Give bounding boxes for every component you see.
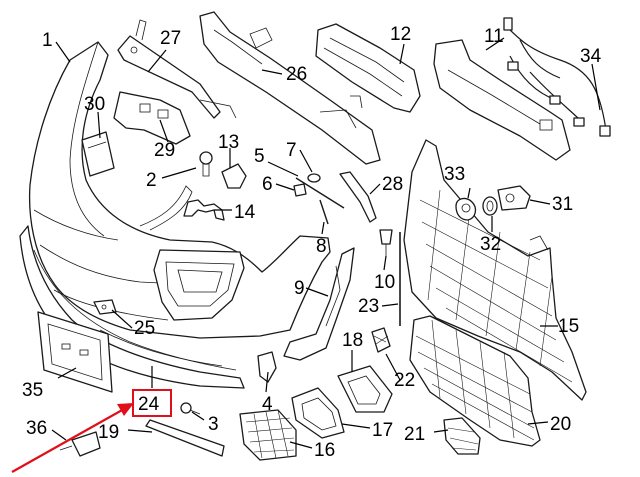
callout-8: 8 bbox=[316, 236, 327, 257]
license-plate-bracket bbox=[37, 311, 113, 393]
callout-12: 12 bbox=[390, 24, 411, 45]
clip-10 bbox=[379, 229, 393, 258]
callout-35: 35 bbox=[22, 380, 43, 401]
side-bracket-9 bbox=[283, 247, 355, 361]
rod-5 bbox=[295, 177, 345, 209]
callout-26: 26 bbox=[286, 64, 307, 85]
wire-harness-34 bbox=[503, 17, 611, 137]
reinforcement-11 bbox=[433, 39, 571, 161]
callout-labels: 1 2 3 4 5 6 7 8 9 10 11 12 13 14 15 16 1… bbox=[22, 24, 602, 461]
callout-7: 7 bbox=[286, 140, 297, 161]
callout-21: 21 bbox=[404, 424, 425, 445]
callout-18: 18 bbox=[342, 330, 363, 351]
callout-33: 33 bbox=[444, 164, 465, 185]
bracket-29 bbox=[113, 91, 191, 145]
callout-22: 22 bbox=[394, 370, 415, 391]
bracket-14 bbox=[183, 199, 225, 221]
highlight-arrow bbox=[11, 408, 125, 473]
callout-2: 2 bbox=[146, 170, 157, 191]
callout-36: 36 bbox=[26, 418, 47, 439]
callout-20: 20 bbox=[550, 414, 571, 435]
bracket-28 bbox=[339, 171, 377, 223]
callout-6: 6 bbox=[262, 174, 273, 195]
bolt-3 bbox=[180, 402, 201, 415]
callout-1: 1 bbox=[42, 30, 53, 51]
callout-32: 32 bbox=[480, 234, 501, 255]
sensor-36 bbox=[59, 431, 101, 457]
clip-4 bbox=[257, 351, 277, 383]
callout-11: 11 bbox=[484, 26, 504, 47]
control-module-30 bbox=[81, 131, 115, 177]
fog-housing-18 bbox=[337, 365, 393, 413]
callout-24: 24 bbox=[138, 394, 160, 415]
callout-23: 23 bbox=[358, 296, 379, 317]
callout-13: 13 bbox=[218, 132, 239, 153]
callout-34: 34 bbox=[580, 46, 602, 67]
sensor-31 bbox=[497, 185, 531, 211]
insert-22 bbox=[371, 327, 391, 353]
sensor-33 bbox=[455, 197, 477, 221]
callout-4: 4 bbox=[262, 394, 273, 415]
callout-5: 5 bbox=[254, 146, 265, 167]
callout-15: 15 bbox=[558, 316, 579, 337]
pin-8 bbox=[319, 199, 329, 225]
grille-frame-15 bbox=[403, 139, 587, 401]
callout-10: 10 bbox=[374, 272, 395, 293]
callout-28: 28 bbox=[382, 174, 403, 195]
bracket-25 bbox=[93, 299, 117, 315]
callout-19: 19 bbox=[98, 422, 119, 443]
impact-beam-26 bbox=[199, 11, 381, 165]
trim-strip-19 bbox=[145, 419, 225, 457]
bumper-cover bbox=[28, 41, 331, 339]
highlight-arrowhead bbox=[117, 403, 134, 416]
absorber-12 bbox=[315, 23, 421, 113]
callout-29: 29 bbox=[154, 140, 175, 161]
callout-17: 17 bbox=[372, 420, 393, 441]
leader-lines bbox=[51, 37, 601, 449]
callout-14: 14 bbox=[234, 202, 256, 223]
callout-27: 27 bbox=[160, 28, 181, 49]
callout-30: 30 bbox=[84, 94, 105, 115]
callout-31: 31 bbox=[552, 194, 573, 215]
cover-13 bbox=[221, 163, 247, 189]
callout-25: 25 bbox=[134, 318, 155, 339]
callout-16: 16 bbox=[314, 440, 335, 461]
fog-bezel-17 bbox=[291, 387, 345, 439]
bolt-6 bbox=[293, 183, 307, 197]
callout-9: 9 bbox=[294, 278, 305, 299]
upper-bracket-27 bbox=[117, 19, 237, 119]
lower-grille-16 bbox=[239, 409, 297, 461]
lower-grille-20 bbox=[409, 315, 541, 447]
small-grille-21 bbox=[443, 417, 481, 455]
callout-3: 3 bbox=[208, 414, 219, 435]
highlight-marker bbox=[11, 389, 172, 473]
ring-32 bbox=[482, 196, 498, 216]
highlight-box bbox=[132, 389, 172, 417]
clip-2 bbox=[199, 151, 213, 177]
grommet-7 bbox=[307, 173, 321, 183]
